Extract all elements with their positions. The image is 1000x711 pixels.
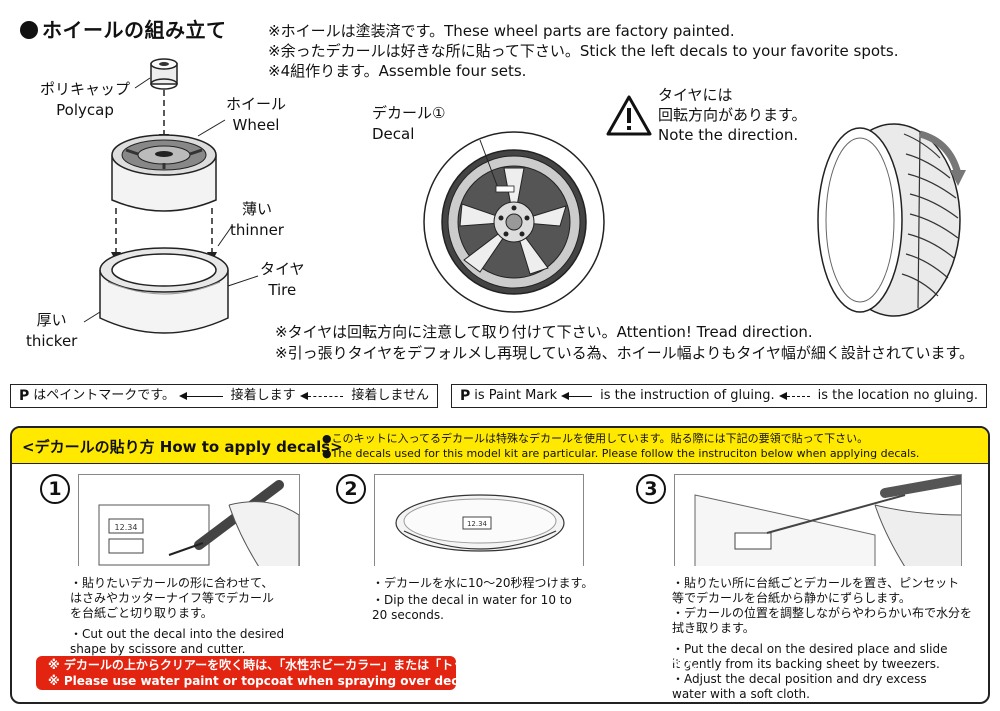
polycap-label-en: Polycap (56, 101, 114, 119)
step-3-jp-1: ・貼りたい所に台紙ごとデカールを置き、ピンセット (672, 576, 960, 590)
tire-label-jp: タイヤ (260, 260, 305, 278)
step-3-jp-3: ・デカールの位置を調整しながらやわらかい布で水分を (672, 606, 973, 620)
legend-en-paint: is Paint Mark (474, 388, 558, 403)
tire-tread-illustration (817, 123, 966, 317)
step-3-jp-2: 等でデカールを台紙から静かにずらします。 (672, 591, 911, 605)
tire-label: タイヤ Tire (260, 260, 305, 300)
direction-note-jp2: 回転方向があります。 (658, 106, 807, 124)
polycap-label-jp: ポリキャップ (40, 80, 131, 98)
step-1-text: ・貼りたいデカールの形に合わせて、 はさみやカッターナイフ等でデカール を台紙ご… (70, 576, 284, 657)
step-1-en-2: shape by scissore and cutter. (70, 642, 246, 656)
wheel-label: ホイール Wheel (226, 95, 286, 135)
polycap-label: ポリキャップ Polycap (40, 80, 130, 120)
thinner-label-jp: 薄い (241, 200, 272, 218)
note-leftover-decals: ※余ったデカールは好きな所に貼って下さい。Stick the left deca… (268, 42, 899, 60)
solid-arrow-icon (561, 391, 593, 400)
step-3-text: ・貼りたい所に台紙ごとデカールを置き、ピンセット 等でデカールを台紙から静かにず… (672, 576, 972, 702)
decal-notice-jp: ●このキットに入ってるデカールは特殊なデカールを使用しています。貼る際には下記の… (322, 432, 869, 445)
note-painted: ※ホイールは塗装済です。These wheel parts are factor… (268, 22, 735, 40)
decal-guide-title: <デカールの貼り方 How to apply decals> (22, 438, 343, 456)
thicker-label-jp: 厚い (36, 311, 67, 329)
tire-part (99, 247, 229, 334)
section-title: ホイールの組み立て (20, 14, 227, 43)
tire-note-width: ※引っ張りタイヤをデフォルメし再現している為、ホイール幅よりもタイヤ幅が細く設計… (275, 344, 974, 362)
wheel-label-jp: ホイール (226, 95, 287, 113)
step-3-en-3: ・Adjust the decal position and dry exces… (672, 672, 927, 686)
dashed-arrow-icon (299, 391, 344, 400)
decal-label-en: Decal (372, 125, 415, 143)
polycap-part (150, 58, 178, 90)
decal-label-jp: デカール① (372, 104, 446, 122)
step-1-number: 1 (40, 474, 70, 504)
legend-en-noglue: is the location no gluing. (817, 388, 978, 403)
direction-note-jp1: タイヤには (658, 86, 733, 104)
legend-jp: P はペイントマークです。 接着します 接着しません (10, 384, 438, 408)
step-2-jp-1: ・デカールを水に10～20秒程つけます。 (372, 576, 594, 590)
tire-note-direction: ※タイヤは回転方向に注意して取り付けて下さい。Attention! Tread … (275, 323, 813, 341)
thinner-label-en: thinner (230, 221, 284, 239)
decal-label: デカール① Decal (372, 104, 445, 144)
paint-mark-icon: P (19, 388, 30, 404)
wheel-assembly-illustration (83, 58, 259, 334)
wheel-part (111, 134, 217, 212)
decal-guide: <デカールの貼り方 How to apply decals> ●このキットに入っ… (10, 426, 990, 704)
decal-sample-text: 12.34 (467, 520, 488, 528)
legend-jp-glue: 接着します (230, 388, 296, 403)
step-1-jp-3: を台紙ごと切り取ります。 (70, 606, 213, 620)
decal-guide-notice: ●このキットに入ってるデカールは特殊なデカールを使用しています。貼る際には下記の… (322, 431, 919, 461)
warning-triangle-icon (606, 95, 652, 136)
legend-en-glue: is the instruction of gluing. (600, 388, 775, 403)
legend-jp-paint: はペイントマークです。 (33, 388, 175, 403)
decal-marker (495, 185, 515, 193)
step-3-illustration (674, 474, 962, 566)
bullet-icon (20, 21, 38, 39)
rotation-arrow-icon (950, 170, 966, 186)
thicker-label-en: thicker (26, 332, 78, 350)
topcoat-warning-jp: ※ デカールの上からクリアーを吹く時は、「水性ホビーカラー」または「トップコート… (48, 658, 705, 672)
step-3-en-2: it gently from its backing sheet by twee… (672, 657, 940, 671)
tire-notes: ※タイヤは回転方向に注意して取り付けて下さい。Attention! Tread … (275, 322, 974, 364)
step-1-illustration: 12.34 (78, 474, 300, 566)
topcoat-warning-en: ※ Please use water paint or topcoat when… (48, 674, 483, 688)
direction-note: タイヤには 回転方向があります。 Note the direction. (658, 86, 807, 145)
step-2-illustration: 12.34 (374, 474, 584, 566)
section-title-text: ホイールの組み立て (42, 18, 227, 42)
decal-notice-en: ●The decals used for this model kit are … (322, 447, 920, 460)
tread-pattern (901, 131, 959, 309)
thinner-label: 薄い thinner (230, 200, 284, 240)
step-3-number: 3 (636, 474, 666, 504)
step-3-en-1: ・Put the decal on the desired place and … (672, 642, 948, 656)
wheel-label-en: Wheel (232, 116, 280, 134)
note-four-sets: ※4組作ります。Assemble four sets. (268, 62, 527, 80)
step-2-en-1: ・Dip the decal in water for 10 to (372, 593, 572, 607)
step-3-en-4: water with a soft cloth. (672, 687, 810, 701)
step-2-text: ・デカールを水に10～20秒程つけます。 ・Dip the decal in w… (372, 576, 593, 623)
legend-en: P is Paint Mark is the instruction of gl… (451, 384, 987, 408)
decal-guide-header: <デカールの貼り方 How to apply decals> ●このキットに入っ… (12, 428, 988, 464)
legend-jp-noglue: 接着しません (351, 388, 429, 403)
step-1-jp-1: ・貼りたいデカールの形に合わせて、 (70, 576, 274, 590)
paint-mark-icon: P (460, 388, 471, 404)
wheel-front-illustration (423, 131, 605, 313)
solid-arrow-icon (179, 391, 223, 400)
step-2-en-2: 20 seconds. (372, 608, 444, 622)
step-2-number: 2 (336, 474, 366, 504)
tire-label-en: Tire (268, 281, 297, 299)
direction-note-en: Note the direction. (658, 126, 799, 144)
step-1-jp-2: はさみやカッターナイフ等でデカール (70, 591, 275, 605)
topcoat-warning: ※ デカールの上からクリアーを吹く時は、「水性ホビーカラー」または「トップコート… (36, 656, 705, 690)
dashed-arrow-icon (778, 391, 810, 400)
thicker-label: 厚い thicker (26, 311, 77, 351)
step-1-en-1: ・Cut out the decal into the desired (70, 627, 285, 641)
decal-sample-text: 12.34 (115, 523, 138, 532)
step-3-jp-4: 拭き取ります。 (672, 621, 755, 635)
